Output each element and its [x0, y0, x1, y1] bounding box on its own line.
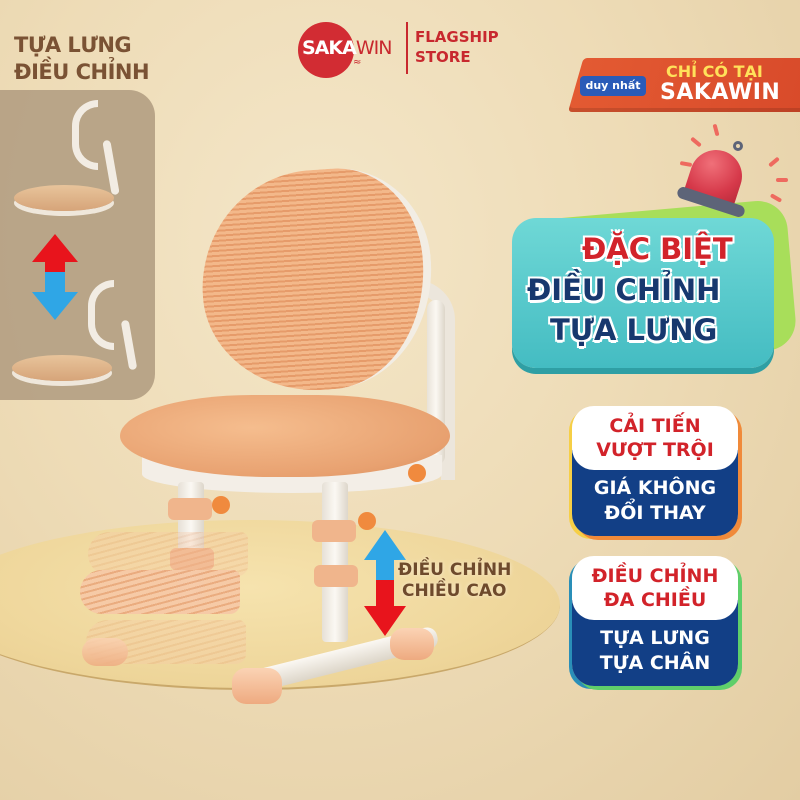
feature-card-improvement: CẢI TIẾN VƯỢT TRỘI GIÁ KHÔNG ĐỔI THAY [572, 406, 738, 536]
mini-seat-low [12, 355, 112, 381]
chair-seat-cushion [120, 395, 450, 477]
height-adjust-label: ĐIỀU CHỈNH CHIỀU CAO [398, 560, 511, 602]
right-clamp-lower [314, 565, 358, 587]
bell-ray [679, 160, 693, 168]
brand-name-part2: WIN [355, 37, 393, 59]
foot-cap-front [232, 668, 282, 704]
store-line2: STORE [415, 48, 471, 66]
bell-ray [712, 123, 720, 137]
exclusive-line1: CHỈ CÓ TẠI [666, 62, 763, 81]
exclusive-line2: SAKAWIN [660, 80, 781, 105]
special-line3: TỰA LƯNG [550, 313, 718, 347]
feature-card-multi-adjust: ĐIỀU CHỈNH ĐA CHIỀU TỰA LƯNG TỰA CHÂN [572, 556, 738, 686]
footrest-ghost-high [88, 532, 248, 576]
card1-top-line1: CẢI TIẾN [609, 415, 701, 437]
card1-bottom-line1: GIÁ KHÔNG [593, 477, 717, 499]
card1-top-line2: VƯỢT TRỘI [596, 439, 714, 461]
height-line2: CHIỀU CAO [402, 581, 507, 601]
feature-card-top: ĐIỀU CHỈNH ĐA CHIỀU [572, 556, 738, 620]
right-clamp [312, 520, 356, 542]
foot-cap-back [390, 628, 434, 660]
up-down-arrow-icon [32, 234, 78, 320]
feature-card-top: CẢI TIẾN VƯỢT TRỘI [572, 406, 738, 470]
chair-right-post [322, 482, 348, 642]
waves-icon: ≈ [353, 57, 362, 68]
bell-ray [776, 178, 788, 182]
special-card [512, 218, 774, 368]
bell-ray [769, 193, 783, 203]
brand-logo-text: SAKAWIN [302, 37, 393, 59]
bell-ring [733, 141, 743, 151]
logo-divider [406, 22, 408, 74]
foot-cap-left [82, 638, 128, 666]
left-title-line1: TỰA LƯNG [14, 33, 132, 57]
mini-seat-high [14, 185, 114, 211]
mini-backrest-low [88, 280, 114, 350]
seat-knob [408, 464, 426, 482]
height-line1: ĐIỀU CHỈNH [398, 560, 512, 580]
exclusive-badge: duy nhất [580, 76, 646, 96]
brand-name-part1: SAKA [302, 37, 357, 59]
bell-ray [768, 156, 780, 168]
mini-backrest-high [72, 100, 98, 170]
card2-bottom-line2: TỰA CHÂN [599, 652, 711, 674]
bell-ray [690, 136, 702, 148]
chair-footrest [80, 570, 240, 614]
special-line2: ĐIỀU CHỈNH [527, 273, 721, 307]
left-knob [212, 496, 230, 514]
left-clamp-lower [170, 548, 214, 570]
card2-bottom-line1: TỰA LƯNG [600, 627, 710, 649]
flagship-store-label: FLAGSHIP STORE [415, 27, 499, 67]
right-knob [358, 512, 376, 530]
height-adjust-arrow-icon [364, 530, 406, 636]
left-panel-title: TỰA LƯNG ĐIỀU CHỈNH [14, 32, 150, 86]
left-title-line2: ĐIỀU CHỈNH [14, 60, 150, 84]
card2-top-line2: ĐA CHIỀU [603, 589, 707, 611]
card2-top-line1: ĐIỀU CHỈNH [591, 565, 719, 587]
special-line1: ĐẶC BIỆT [582, 232, 733, 266]
card1-bottom-line2: ĐỔI THAY [604, 502, 706, 524]
store-line1: FLAGSHIP [415, 28, 499, 46]
brand-logo-circle [298, 22, 354, 78]
left-clamp [168, 498, 212, 520]
